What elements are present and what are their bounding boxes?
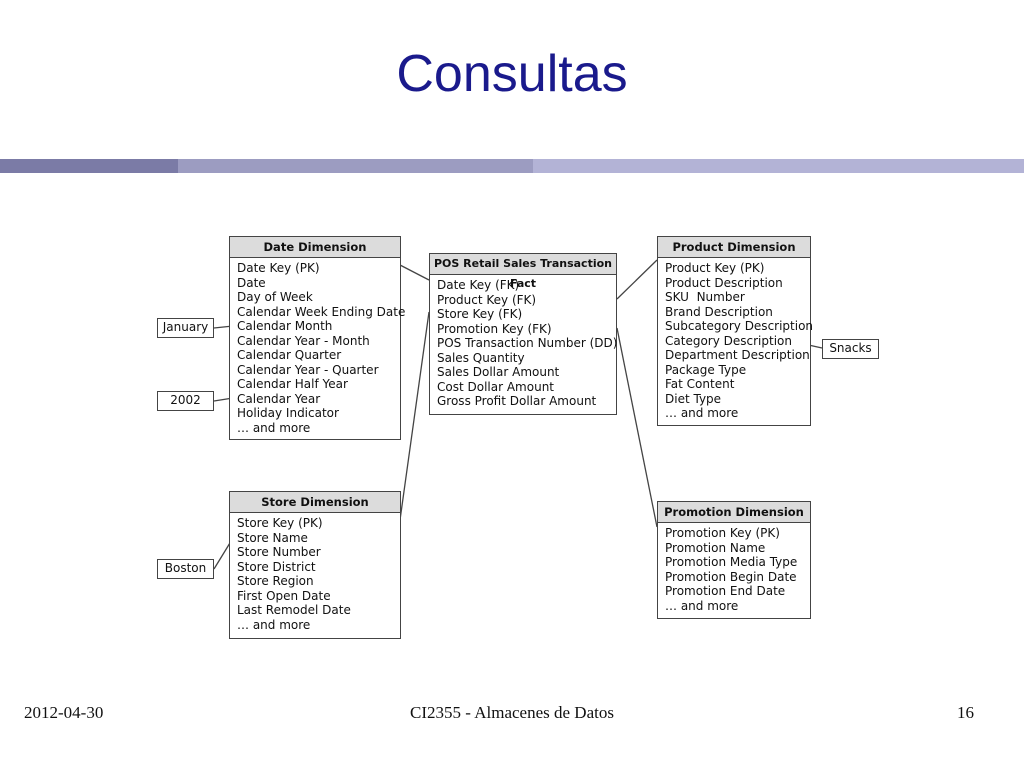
table-row: Promotion Media Type bbox=[665, 555, 798, 569]
connector-store-fact bbox=[399, 311, 430, 521]
table-header: POS Retail Sales Transaction Fact bbox=[430, 254, 616, 290]
table-row: Store Name bbox=[237, 530, 308, 545]
title-divider-band bbox=[533, 159, 1024, 173]
table-row: Product Description bbox=[665, 275, 783, 290]
store-dimension-table: Store Dimension Store Key (PK) Store Nam… bbox=[229, 491, 401, 639]
table-row: Calendar Month bbox=[237, 319, 333, 333]
table-row: Day of Week bbox=[237, 290, 313, 304]
slide-title: Consultas bbox=[396, 45, 628, 103]
table-row: Store Key (PK) bbox=[237, 516, 323, 530]
table-row: Promotion Name bbox=[665, 540, 766, 555]
table-row: Promotion Begin Date bbox=[665, 569, 797, 584]
title-divider-band bbox=[0, 159, 178, 173]
table-row: SKU Number bbox=[665, 290, 745, 304]
value-box-january: January bbox=[157, 318, 214, 338]
table-row: Fat Content bbox=[665, 377, 735, 391]
table-row: Calendar Year bbox=[237, 391, 321, 406]
value-box-snacks: Snacks bbox=[822, 339, 879, 359]
promotion-dimension-table: Promotion Dimension Promotion Key (PK) P… bbox=[657, 501, 811, 619]
table-header: Promotion Dimension bbox=[658, 502, 810, 523]
table-row: Calendar Week Ending Date bbox=[237, 304, 406, 319]
table-row: Package Type bbox=[665, 362, 747, 377]
table-row: Date Key (PK) bbox=[237, 261, 320, 275]
table-row: Store District bbox=[237, 559, 316, 574]
table-row: Diet Type bbox=[665, 391, 722, 406]
value-box-boston: Boston bbox=[157, 559, 214, 579]
table-row: First Open Date bbox=[237, 588, 331, 603]
table-row: Subcategory Description bbox=[665, 319, 814, 333]
title-divider-band bbox=[178, 159, 533, 173]
table-row: Promotion Key (FK) bbox=[437, 321, 552, 336]
table-row: Date bbox=[237, 275, 266, 290]
connector-date-fact bbox=[399, 264, 430, 281]
table-row: Calendar Year - Quarter bbox=[237, 362, 379, 377]
connector-promotion-fact bbox=[616, 327, 658, 528]
table-row: Sales Quantity bbox=[437, 350, 525, 365]
footer-course: CI2355 - Almacenes de Datos bbox=[410, 703, 614, 722]
table-row: Category Description bbox=[665, 333, 792, 348]
table-header: Store Dimension bbox=[230, 492, 400, 513]
table-rows: Promotion Key (PK) Promotion Name Promot… bbox=[658, 523, 810, 613]
table-row: Sales Dollar Amount bbox=[437, 365, 560, 379]
table-row: Brand Description bbox=[665, 304, 773, 319]
table-header: Product Dimension bbox=[658, 237, 810, 258]
footer-page-number: 16 bbox=[957, 703, 974, 722]
table-row: Department Description bbox=[665, 348, 810, 362]
table-row: Last Remodel Date bbox=[237, 603, 351, 617]
table-row: Calendar Year - Month bbox=[237, 333, 370, 348]
table-row: … and more bbox=[237, 617, 311, 632]
table-row: Product Key (FK) bbox=[437, 292, 537, 307]
table-rows: Date Key (FK) Product Key (FK) Store Key… bbox=[430, 275, 618, 409]
table-row: Cost Dollar Amount bbox=[437, 379, 554, 394]
connector-product-fact bbox=[616, 259, 658, 300]
table-row: … and more bbox=[237, 420, 311, 435]
footer-date: 2012-04-30 bbox=[24, 703, 104, 722]
value-box-2002: 2002 bbox=[157, 391, 214, 411]
date-dimension-table: Date Dimension Date Key (PK) Date Day of… bbox=[229, 236, 406, 440]
table-row: Holiday Indicator bbox=[237, 406, 339, 420]
table-header: Date Dimension bbox=[230, 237, 400, 258]
pos-retail-sales-fact-table: POS Retail Sales Transaction Fact Date K… bbox=[429, 253, 617, 415]
table-row: Store Number bbox=[237, 545, 321, 559]
table-rows: Store Key (PK) Store Name Store Number S… bbox=[230, 513, 400, 632]
table-row: Store Key (FK) bbox=[437, 307, 523, 321]
table-row: POS Transaction Number (DD) bbox=[437, 336, 618, 350]
table-row: Product Key (PK) bbox=[665, 261, 765, 275]
table-rows: Product Key (PK) Product Description SKU… bbox=[658, 258, 814, 421]
table-rows: Date Key (PK) Date Day of Week Calendar … bbox=[230, 258, 406, 435]
table-row: … and more bbox=[665, 406, 739, 420]
table-row: Store Region bbox=[237, 574, 314, 588]
table-row: Promotion End Date bbox=[665, 584, 786, 598]
table-row: Gross Profit Dollar Amount bbox=[437, 394, 597, 408]
table-row: … and more bbox=[665, 598, 739, 613]
table-row: Date Key (FK) bbox=[437, 278, 520, 292]
product-dimension-table: Product Dimension Product Key (PK) Produ… bbox=[657, 236, 814, 426]
table-row: Calendar Quarter bbox=[237, 348, 342, 362]
table-row: Promotion Key (PK) bbox=[665, 526, 780, 540]
table-row: Calendar Half Year bbox=[237, 377, 348, 391]
